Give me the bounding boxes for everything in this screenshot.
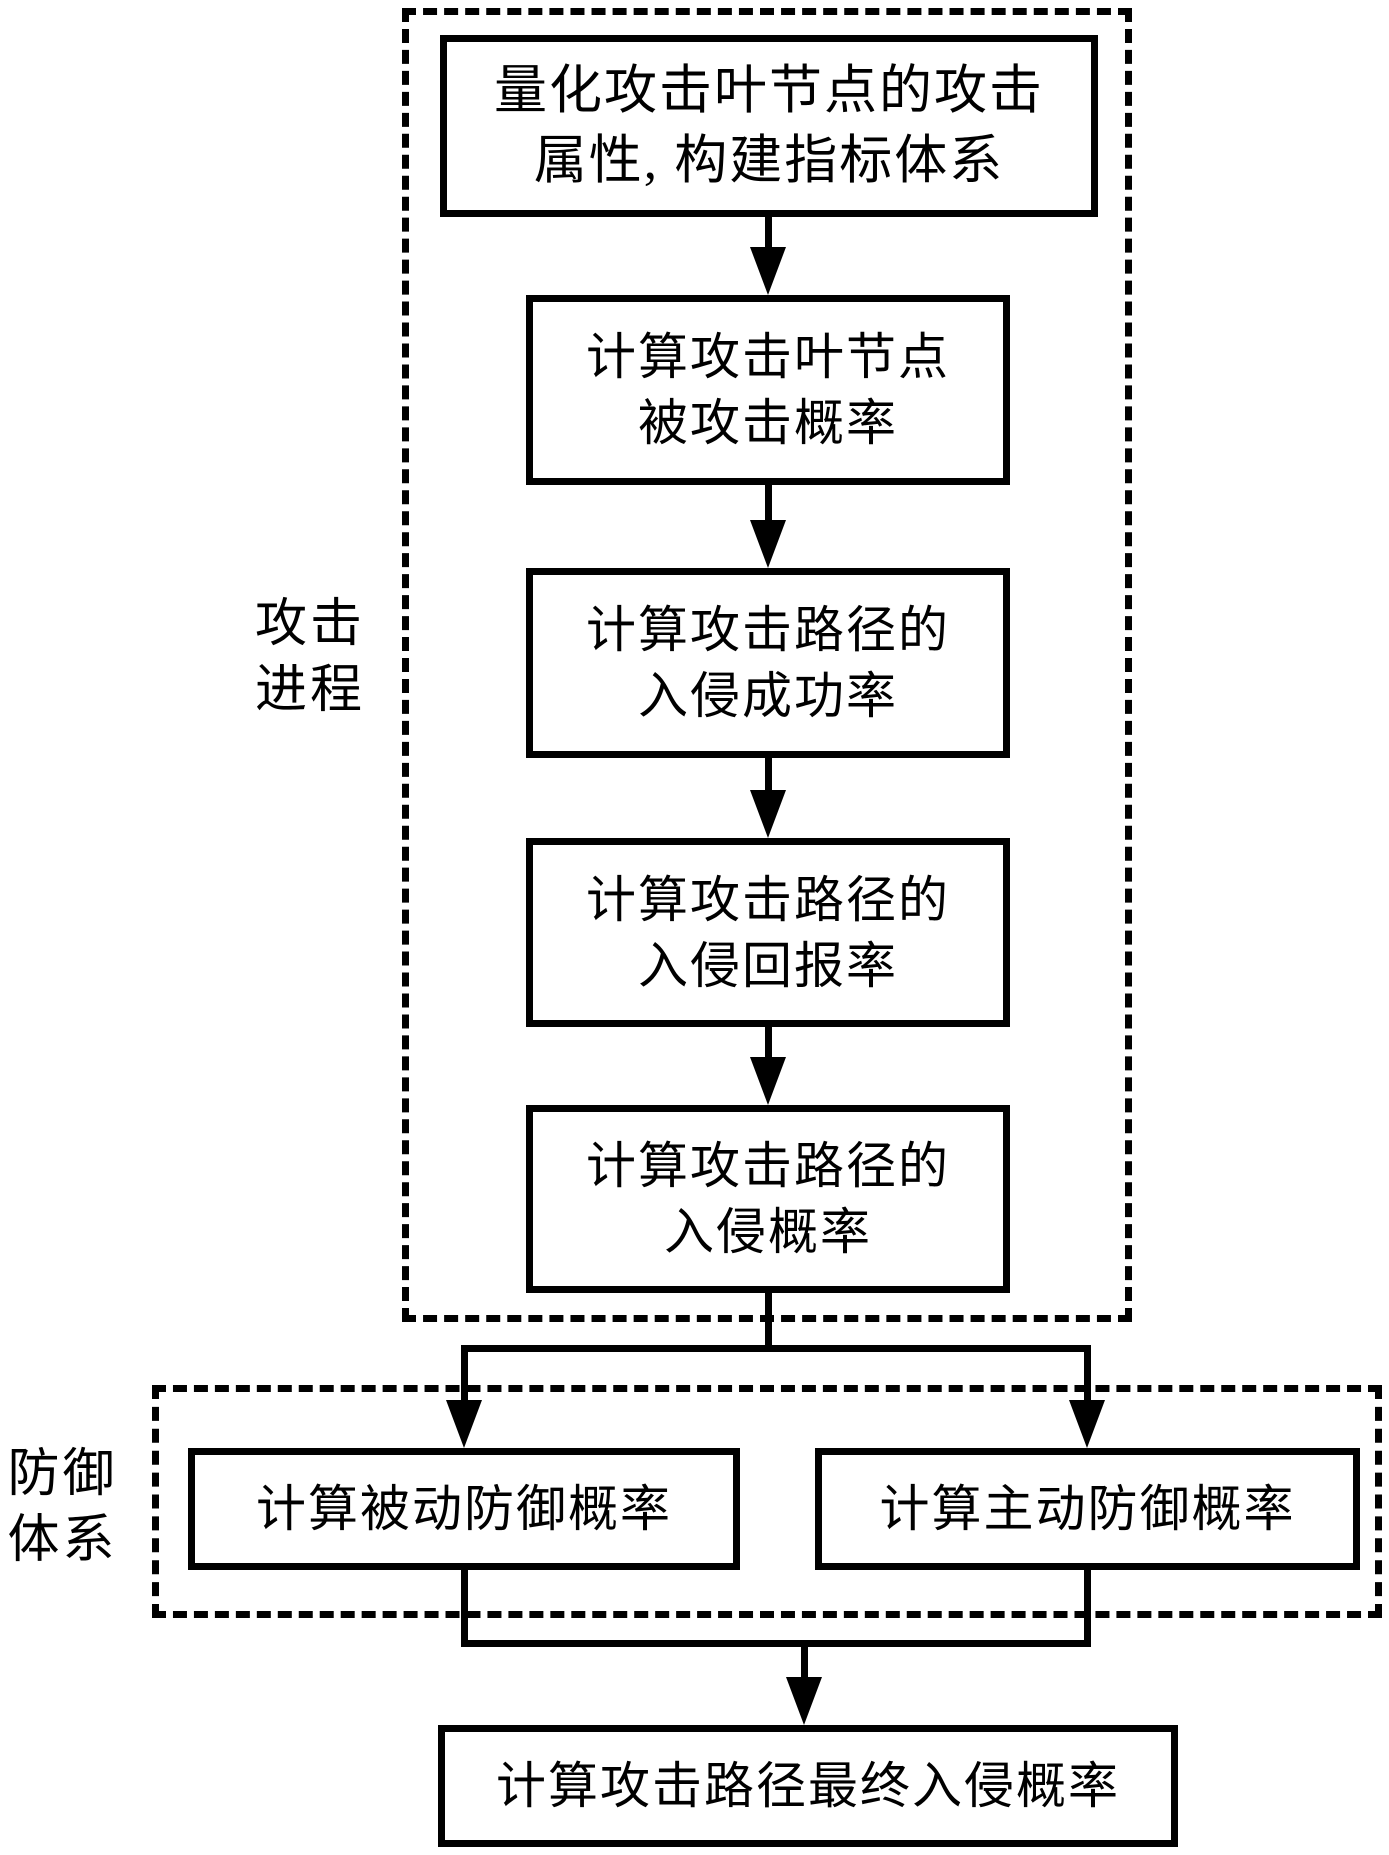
- connector-active-to-merge: [1084, 1570, 1091, 1647]
- node-leaf-attacked-probability-line2: 被攻击概率: [638, 395, 898, 451]
- node-quantify-attributes-line2: 属性, 构建指标体系: [533, 132, 1005, 190]
- defense-system-label-line2: 体系: [7, 1512, 118, 1569]
- arrowhead-merge-to-final: [786, 1677, 822, 1725]
- merge-bar: [461, 1640, 1091, 1647]
- node-intrusion-return-rate-line1: 计算攻击路径的: [586, 871, 950, 928]
- node-intrusion-success-rate: 计算攻击路径的 入侵成功率: [526, 568, 1010, 758]
- connector-merge-to-final: [801, 1640, 808, 1682]
- node-intrusion-success-rate-line1: 计算攻击路径的: [586, 602, 950, 658]
- node-passive-defense-probability: 计算被动防御概率: [188, 1448, 740, 1570]
- node-quantify-attributes: 量化攻击叶节点的攻击 属性, 构建指标体系: [440, 35, 1098, 217]
- arrowhead-success-to-return: [750, 790, 786, 838]
- node-intrusion-probability: 计算攻击路径的 入侵概率: [526, 1105, 1010, 1293]
- node-intrusion-probability-line1: 计算攻击路径的: [586, 1138, 950, 1194]
- arrowhead-leafprob-to-success: [750, 520, 786, 568]
- connector-return-to-intrusionprob: [765, 1027, 772, 1062]
- arrowhead-quantify-to-leafprob: [750, 247, 786, 295]
- node-intrusion-return-rate: 计算攻击路径的 入侵回报率: [526, 838, 1010, 1027]
- attack-process-label-line1: 攻击: [254, 596, 365, 653]
- connector-intrusionprob-to-branch: [765, 1293, 772, 1352]
- connector-passive-to-merge: [461, 1570, 468, 1647]
- node-final-intrusion-probability-line1: 计算攻击路径最终入侵概率: [496, 1758, 1120, 1814]
- node-leaf-attacked-probability-line1: 计算攻击叶节点: [586, 329, 950, 385]
- node-active-defense-probability-line1: 计算主动防御概率: [879, 1481, 1296, 1537]
- attack-process-label: 攻击 进程: [215, 592, 405, 724]
- node-intrusion-success-rate-line2: 入侵成功率: [638, 668, 898, 724]
- node-quantify-attributes-line1: 量化攻击叶节点的攻击: [494, 62, 1044, 120]
- branch-bar: [461, 1345, 1091, 1352]
- attack-process-label-line2: 进程: [254, 662, 365, 719]
- connector-branch-to-active: [1084, 1345, 1091, 1405]
- defense-system-label: 防御 体系: [0, 1442, 125, 1574]
- connector-success-to-return: [765, 758, 772, 793]
- node-intrusion-return-rate-line2: 入侵回报率: [638, 937, 898, 994]
- node-intrusion-probability-line2: 入侵概率: [664, 1204, 872, 1260]
- node-leaf-attacked-probability: 计算攻击叶节点 被攻击概率: [526, 295, 1010, 485]
- arrowhead-return-to-intrusionprob: [750, 1057, 786, 1105]
- arrowhead-branch-to-active: [1069, 1400, 1105, 1448]
- node-active-defense-probability: 计算主动防御概率: [815, 1448, 1360, 1570]
- defense-system-group-frame: [152, 1385, 1382, 1618]
- node-final-intrusion-probability: 计算攻击路径最终入侵概率: [438, 1725, 1178, 1847]
- connector-branch-to-passive: [461, 1345, 468, 1405]
- node-passive-defense-probability-line1: 计算被动防御概率: [256, 1481, 672, 1537]
- arrowhead-branch-to-passive: [446, 1400, 482, 1448]
- connector-quantify-to-leafprob: [765, 217, 772, 252]
- connector-leafprob-to-success: [765, 485, 772, 523]
- defense-system-label-line1: 防御: [7, 1446, 118, 1503]
